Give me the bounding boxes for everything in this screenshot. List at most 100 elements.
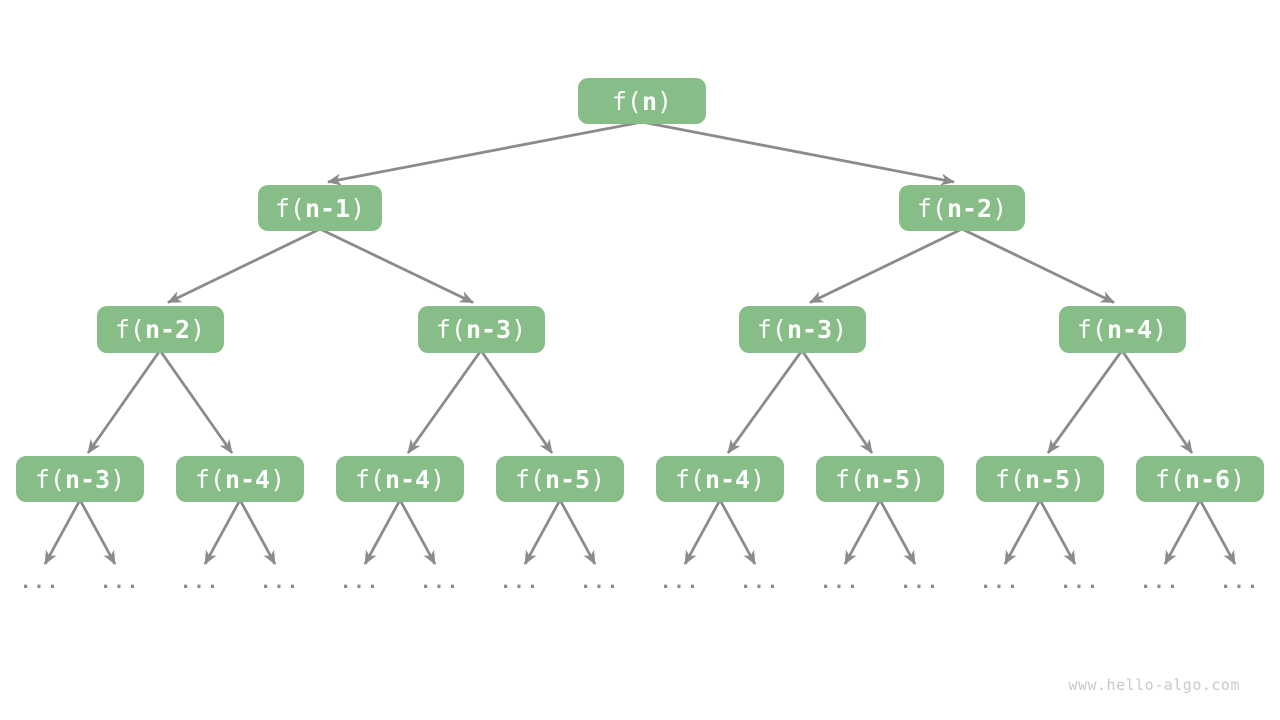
tree-node-l2-0: f(n-2) xyxy=(96,305,224,353)
node-label-post: ) xyxy=(1152,314,1168,344)
node-label-arg: n-3 xyxy=(465,314,512,344)
tree-edge-arrow xyxy=(726,349,804,454)
tree-node-l2-2: f(n-3) xyxy=(738,305,866,353)
tree-edge-arrow xyxy=(479,349,554,454)
tree-node-l3-6: f(n-5) xyxy=(976,456,1104,502)
tree-edge-arrow xyxy=(78,499,117,565)
tree-edge-arrow xyxy=(878,499,917,565)
ellipsis: ... xyxy=(19,571,61,593)
ellipsis: ... xyxy=(179,571,221,593)
tree-node-l3-0: f(n-3) xyxy=(16,456,144,502)
ellipsis: ... xyxy=(419,571,461,593)
node-label-post: ) xyxy=(657,86,673,116)
node-label-pre: f( xyxy=(274,193,305,223)
node-label-post: ) xyxy=(270,464,286,494)
node-label-arg: n-6 xyxy=(1184,464,1231,494)
ellipsis: ... xyxy=(579,571,621,593)
tree-node-l1-1: f(n-2) xyxy=(899,185,1025,231)
node-label-pre: f( xyxy=(834,464,865,494)
node-label-pre: f( xyxy=(34,464,65,494)
tree-node-l3-3: f(n-5) xyxy=(496,456,624,502)
node-label-arg: n-4 xyxy=(704,464,751,494)
node-label-post: ) xyxy=(1230,464,1246,494)
tree-edge-arrow xyxy=(1120,349,1194,454)
tree-edge-arrow xyxy=(718,499,757,565)
node-label-pre: f( xyxy=(611,86,642,116)
tree-edge-arrow xyxy=(43,499,82,565)
ellipsis: ... xyxy=(979,571,1021,593)
node-label-post: ) xyxy=(350,193,366,223)
tree-edge-arrow xyxy=(1003,499,1042,565)
tree-edge-arrow xyxy=(1163,499,1202,565)
tree-edge-arrow xyxy=(1198,499,1237,565)
node-label-post: ) xyxy=(590,464,606,494)
ellipsis: ... xyxy=(739,571,781,593)
tree-node-l3-2: f(n-4) xyxy=(336,456,464,502)
ellipsis: ... xyxy=(1219,571,1261,593)
node-label-pre: f( xyxy=(354,464,385,494)
ellipsis: ... xyxy=(99,571,141,593)
node-label-arg: n-2 xyxy=(144,314,191,344)
node-label-post: ) xyxy=(430,464,446,494)
tree-node-l2-1: f(n-3) xyxy=(417,305,545,353)
tree-node-l2-3: f(n-4) xyxy=(1058,305,1186,353)
tree-node-root: f(n) xyxy=(578,78,706,124)
watermark: www.hello-algo.com xyxy=(1068,676,1240,694)
tree-edge-arrow xyxy=(558,499,597,565)
node-label-arg: n-4 xyxy=(1106,314,1153,344)
node-label-pre: f( xyxy=(435,314,466,344)
node-label-arg: n-5 xyxy=(864,464,911,494)
tree-edge-arrow xyxy=(683,499,722,565)
node-label-arg: n xyxy=(641,86,658,116)
tree-edge-arrow xyxy=(809,227,963,304)
tree-edge-arrow xyxy=(167,227,321,304)
node-label-post: ) xyxy=(992,193,1008,223)
node-label-post: ) xyxy=(910,464,926,494)
tree-node-l1-0: f(n-1) xyxy=(258,185,382,231)
node-label-post: ) xyxy=(832,314,848,344)
node-label-arg: n-3 xyxy=(64,464,111,494)
tree-node-l3-4: f(n-4) xyxy=(656,456,784,502)
ellipsis: ... xyxy=(259,571,301,593)
node-label-post: ) xyxy=(750,464,766,494)
tree-edge-arrow xyxy=(86,349,162,454)
node-label-post: ) xyxy=(190,314,206,344)
tree-node-l3-5: f(n-5) xyxy=(816,456,944,502)
tree-edge-arrow xyxy=(398,499,437,565)
node-label-pre: f( xyxy=(114,314,145,344)
tree-edge-arrow xyxy=(1046,349,1124,454)
ellipsis: ... xyxy=(899,571,941,593)
tree-edge-arrow xyxy=(641,120,955,186)
node-label-pre: f( xyxy=(756,314,787,344)
node-label-arg: n-4 xyxy=(224,464,271,494)
node-label-post: ) xyxy=(110,464,126,494)
node-label-arg: n-5 xyxy=(544,464,591,494)
tree-edge-arrow xyxy=(238,499,277,565)
ellipsis: ... xyxy=(339,571,381,593)
tree-edge-arrow xyxy=(327,120,643,186)
tree-edge-arrow xyxy=(843,499,882,565)
node-label-arg: n-2 xyxy=(946,193,993,223)
node-label-arg: n-3 xyxy=(786,314,833,344)
node-label-post: ) xyxy=(1070,464,1086,494)
ellipsis: ... xyxy=(819,571,861,593)
tree-edge-arrow xyxy=(800,349,874,454)
ellipsis: ... xyxy=(499,571,541,593)
tree-edge-arrow xyxy=(363,499,402,565)
node-label-pre: f( xyxy=(1154,464,1185,494)
node-label-arg: n-1 xyxy=(304,193,351,223)
node-label-arg: n-5 xyxy=(1024,464,1071,494)
node-label-pre: f( xyxy=(916,193,947,223)
tree-edge-arrow xyxy=(319,227,474,304)
tree-node-l3-1: f(n-4) xyxy=(176,456,304,502)
node-label-pre: f( xyxy=(994,464,1025,494)
node-label-pre: f( xyxy=(1076,314,1107,344)
tree-edge-arrow xyxy=(961,227,1115,304)
ellipsis: ... xyxy=(1139,571,1181,593)
tree-edge-arrow xyxy=(158,349,234,454)
tree-node-l3-7: f(n-6) xyxy=(1136,456,1264,502)
node-label-pre: f( xyxy=(194,464,225,494)
tree-edge-arrow xyxy=(406,349,483,454)
